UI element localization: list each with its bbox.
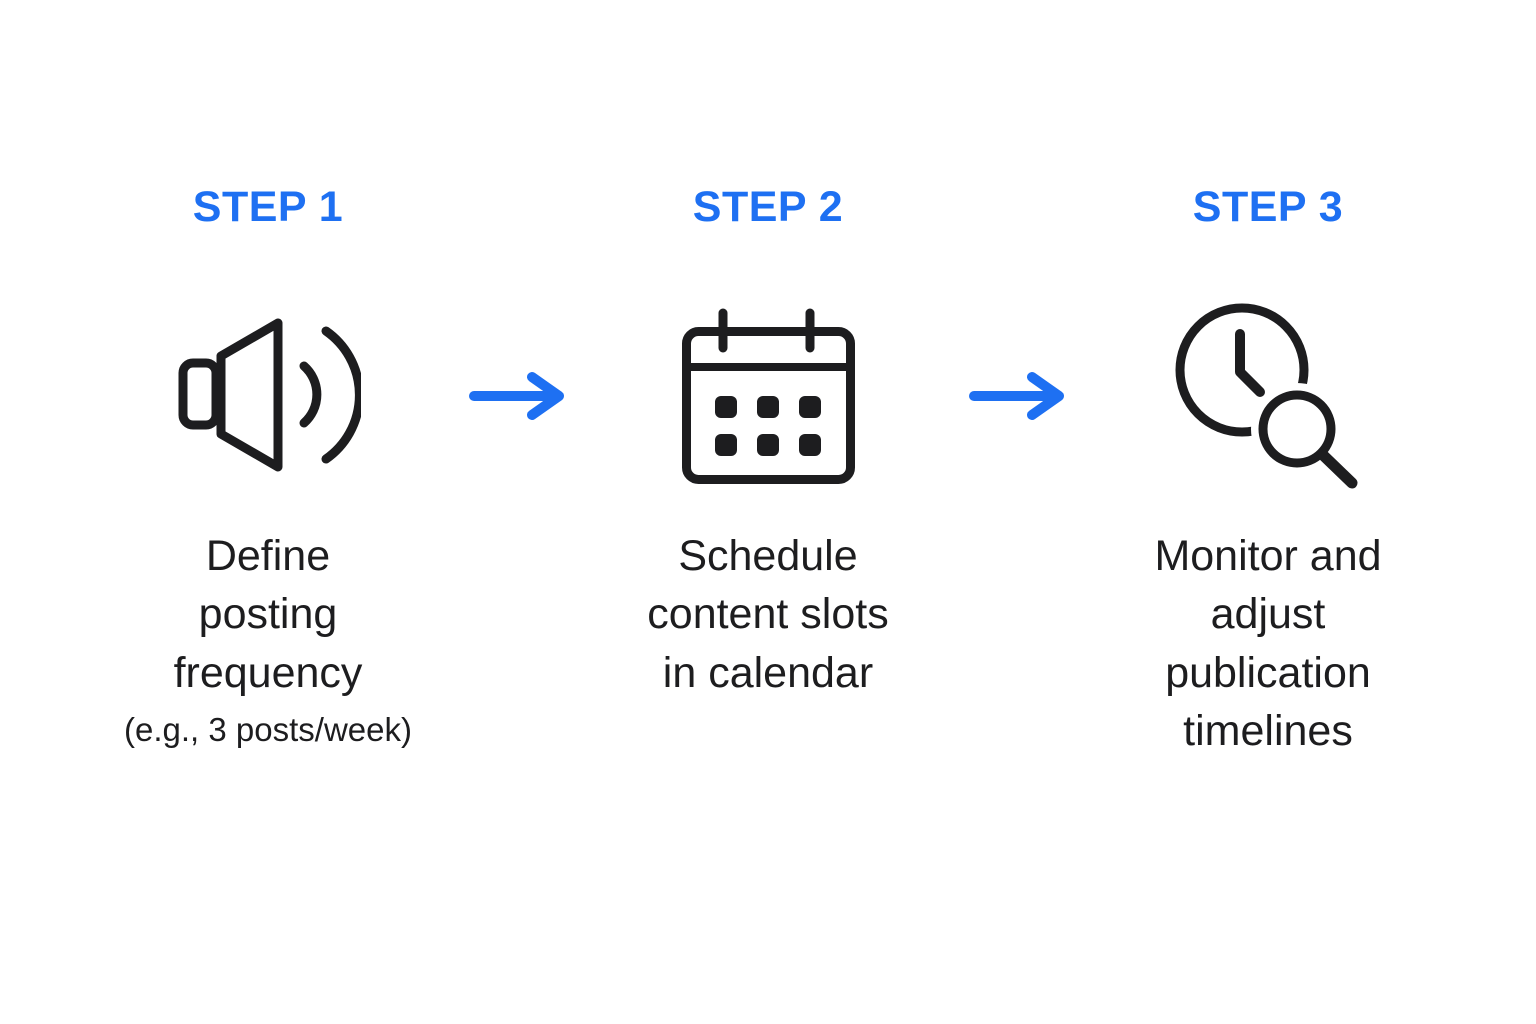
step-2-icon-area [680, 299, 856, 491]
step-1: STEP 1 Define posting frequency (e.g., 3… [78, 186, 458, 750]
step-2-label: STEP 2 [692, 183, 844, 231]
calendar-icon [682, 308, 855, 484]
arrow-2 [958, 371, 1078, 421]
step-1-icon-area [176, 299, 361, 491]
arrow-1 [458, 371, 578, 421]
step-1-label: STEP 1 [192, 183, 344, 231]
arrow-right-icon [969, 372, 1064, 420]
workflow-diagram: STEP 1 Define posting frequency (e.g., 3… [78, 186, 1458, 761]
step-3-caption: Monitor and adjust publication timelines [1154, 532, 1382, 756]
step-1-caption: Define posting frequency [173, 532, 363, 697]
step-3: STEP 3 Monitor and adjust publication ti… [1078, 186, 1458, 761]
step-2: STEP 2 Schedule content slots in calenda… [578, 186, 958, 702]
step-3-label: STEP 3 [1192, 183, 1344, 231]
speaker-icon [178, 318, 361, 472]
clock-search-icon [1175, 303, 1358, 489]
step-2-caption: Schedule content slots in calendar [647, 532, 889, 697]
step-1-note: (e.g., 3 posts/week) [124, 711, 412, 749]
arrow-right-icon [469, 372, 564, 420]
step-3-icon-area [1173, 299, 1363, 491]
